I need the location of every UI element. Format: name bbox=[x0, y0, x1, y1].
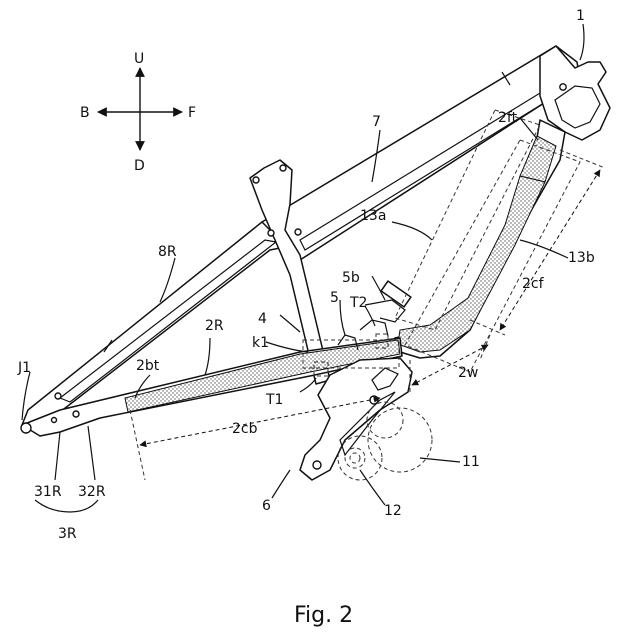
label-7: 7 bbox=[372, 114, 381, 130]
label-5: 5 bbox=[330, 290, 339, 306]
dir-back-label: B bbox=[80, 105, 90, 121]
down-tube-dotted-region bbox=[398, 176, 545, 352]
label-3R: 3R bbox=[58, 526, 77, 542]
label-2ft: 2ft bbox=[498, 110, 518, 126]
label-13b: 13b bbox=[568, 250, 595, 266]
label-32R: 32R bbox=[78, 484, 106, 500]
figure-caption: Fig. 2 bbox=[294, 603, 353, 628]
label-k1: k1 bbox=[252, 335, 269, 351]
label-T1: T1 bbox=[265, 392, 283, 408]
label-5b: 5b bbox=[342, 270, 360, 286]
label-2cf: 2cf bbox=[522, 276, 545, 292]
dir-front-label: F bbox=[188, 105, 196, 121]
label-2cb: 2cb bbox=[232, 421, 258, 437]
dir-down-label: D bbox=[134, 158, 145, 174]
pivot-J1 bbox=[21, 423, 31, 433]
label-31R: 31R bbox=[34, 484, 62, 500]
label-8R: 8R bbox=[158, 244, 177, 260]
label-J1: J1 bbox=[17, 360, 31, 376]
direction-compass: U D B F bbox=[80, 51, 196, 174]
label-11: 11 bbox=[462, 454, 480, 470]
label-2w: 2w bbox=[458, 365, 478, 381]
label-4: 4 bbox=[258, 311, 267, 327]
label-T2: T2 bbox=[349, 295, 367, 311]
label-6: 6 bbox=[262, 498, 271, 514]
label-13a: 13a bbox=[360, 208, 386, 224]
label-2R: 2R bbox=[205, 318, 224, 334]
label-12: 12 bbox=[384, 503, 402, 519]
label-1: 1 bbox=[576, 8, 585, 24]
label-2bt: 2bt bbox=[136, 358, 160, 374]
dir-up-label: U bbox=[134, 51, 144, 67]
